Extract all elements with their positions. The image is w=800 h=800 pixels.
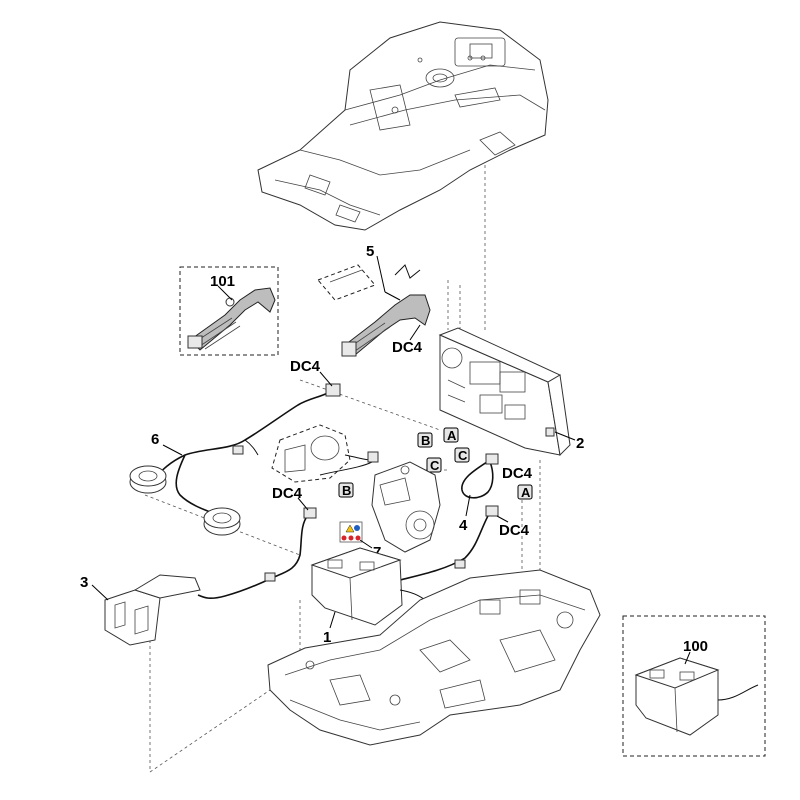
part-4-loop-cable: 4 DC4: [459, 453, 533, 534]
svg-text:B: B: [342, 483, 351, 498]
callout-6: 6: [151, 431, 159, 448]
boxed-letter-b1: B: [417, 432, 433, 448]
upper-housing: [257, 21, 549, 231]
part-2-control-unit: 2: [438, 327, 584, 457]
boxed-letter-c2: C: [454, 447, 470, 463]
callout-4: 4: [459, 517, 468, 534]
part-7-warning-label: 7: [339, 521, 381, 561]
dc4-left-label: DC4: [272, 485, 303, 502]
callout-5: 5: [366, 243, 374, 260]
svg-text:B: B: [421, 433, 430, 448]
dc4-right-label: DC4: [499, 522, 530, 539]
dc4-mid-right-label: DC4: [502, 465, 533, 482]
motor-lower: [371, 461, 441, 553]
dc4-left-cable: DC4: [197, 485, 317, 600]
round-sensor-right: [203, 507, 241, 536]
part-3-bracket: 3: [80, 574, 201, 646]
motor-upper: [271, 424, 379, 483]
svg-text:A: A: [521, 485, 531, 500]
svg-text:C: C: [458, 448, 468, 463]
part-101-frame: 101: [179, 266, 279, 356]
callout-100: 100: [683, 638, 708, 655]
callout-7: 7: [373, 544, 381, 561]
callout-3: 3: [80, 574, 88, 591]
part-1-battery: 1: [310, 547, 426, 646]
svg-text:A: A: [447, 428, 457, 443]
boxed-letter-a2: A: [517, 484, 533, 500]
dc4-ribbon-cable: DC4: [341, 294, 431, 357]
boxed-letter-c1: C: [426, 457, 442, 473]
dc4-top-label: DC4: [290, 358, 321, 375]
part-6-harness: 6 DC4: [129, 358, 341, 536]
part-100-frame: 100: [622, 615, 766, 757]
lower-chassis: [267, 569, 601, 746]
callout-1: 1: [323, 629, 331, 646]
callout-101: 101: [210, 273, 235, 290]
dc4-ribbon-label: DC4: [392, 339, 423, 356]
part-5: 5: [317, 243, 421, 301]
callout-2: 2: [576, 435, 584, 452]
round-sensor-left: [129, 465, 167, 494]
svg-text:C: C: [430, 458, 440, 473]
boxed-letter-a1: A: [443, 427, 459, 443]
boxed-letter-b2: B: [338, 482, 354, 498]
